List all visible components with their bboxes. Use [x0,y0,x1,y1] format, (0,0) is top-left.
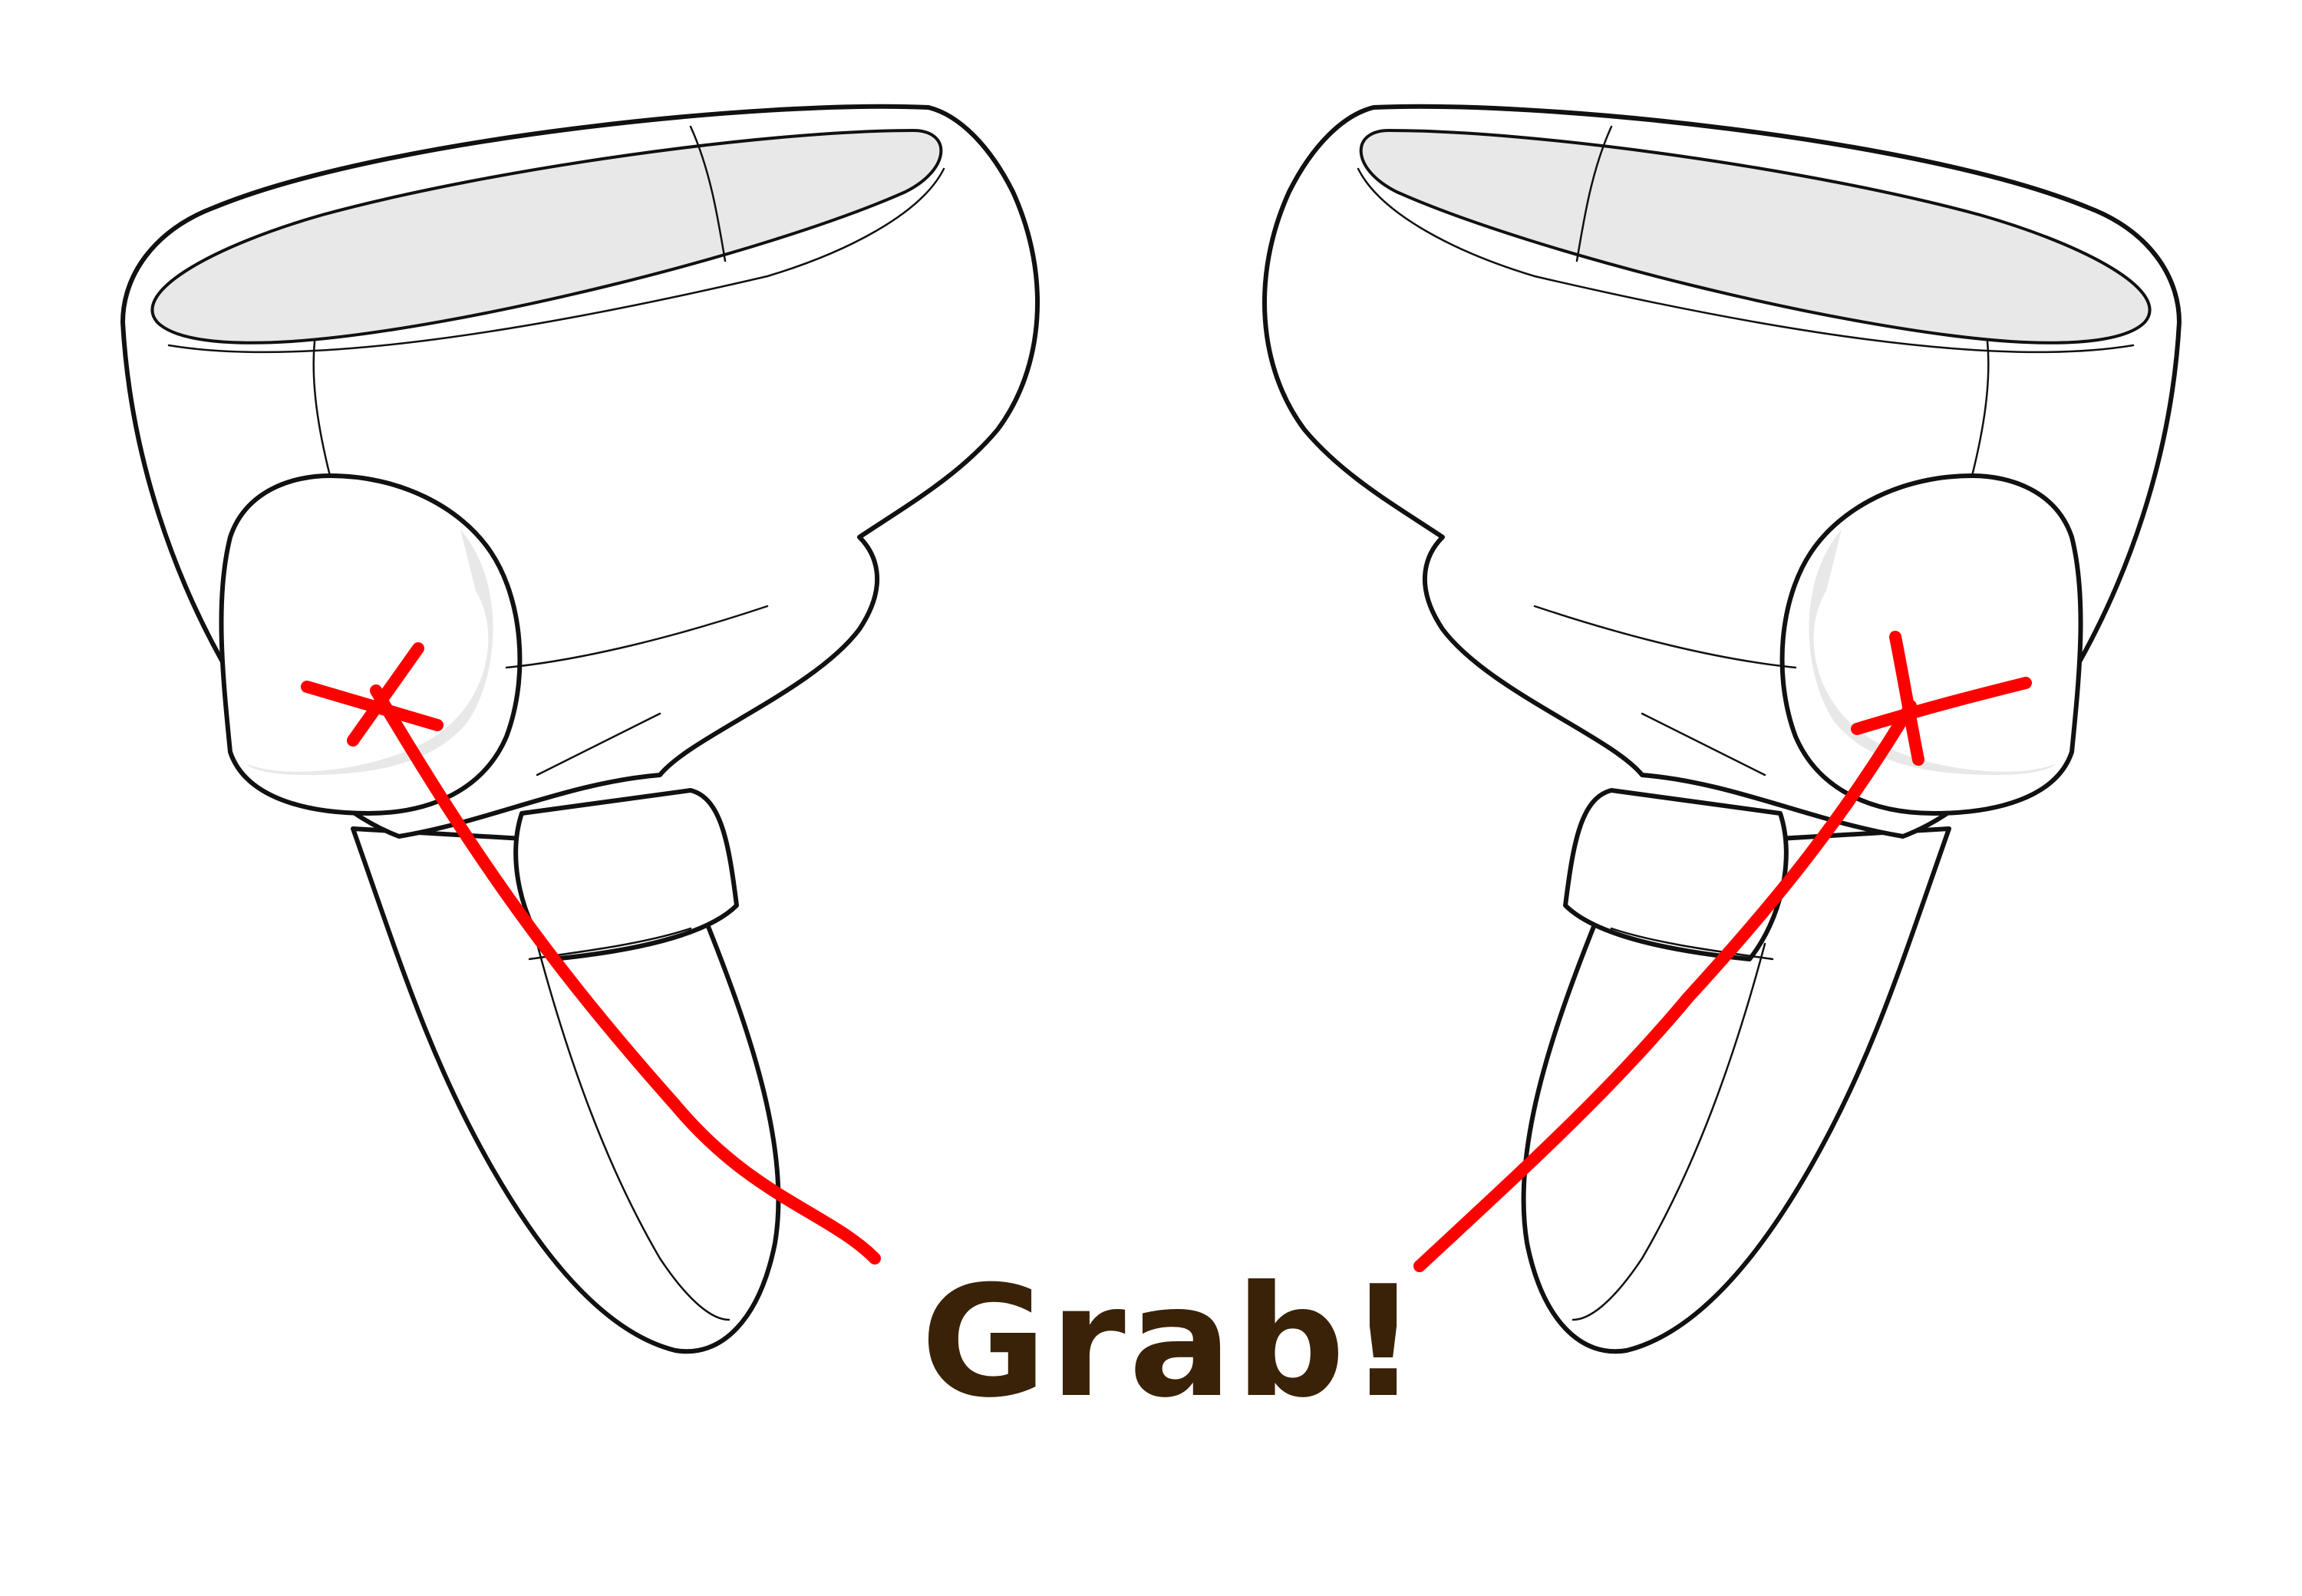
left-controller [120,104,1040,1354]
controller-handle [1521,826,1951,1354]
controller-grip-rim-2 [1641,712,1766,777]
right-x-mark-stroke-1 [1851,677,2032,735]
controller-ring-rim [1357,167,2135,354]
controller-grip-rim-2 [536,712,661,777]
controller-handle-seam [1571,942,1766,1321]
controller-handle [351,826,781,1354]
left-arrow-line [370,684,881,1265]
controller-ring-opening [1359,129,2152,345]
controller-trigger [1563,788,1789,961]
controller-trigger-seam [1610,927,1774,961]
controller-ring-seam-a [1575,125,1613,262]
controller-ring-opening [150,129,943,345]
right-arrow-line [1413,700,1917,1272]
controller-handle-seam [536,942,731,1321]
controller-grip-shade [1809,529,2056,775]
right-controller [1262,104,2182,1354]
controller-grip-rim [505,605,769,669]
left-x-mark-stroke-2 [347,642,424,747]
right-x-mark-stroke-2 [1889,631,1924,766]
right-grip-annotation [1413,631,2032,1272]
controller-ring-seam-b [312,340,331,477]
left-grip-annotation [301,642,881,1265]
grab-label: Grab! [921,1253,1422,1432]
controller-grip-shade [246,529,493,775]
controller-grip-rim [1533,605,1797,669]
controller-ring-seam-b [1971,340,1990,477]
controller-ring-seam-a [689,125,727,262]
controller-ring-rim [167,167,945,354]
